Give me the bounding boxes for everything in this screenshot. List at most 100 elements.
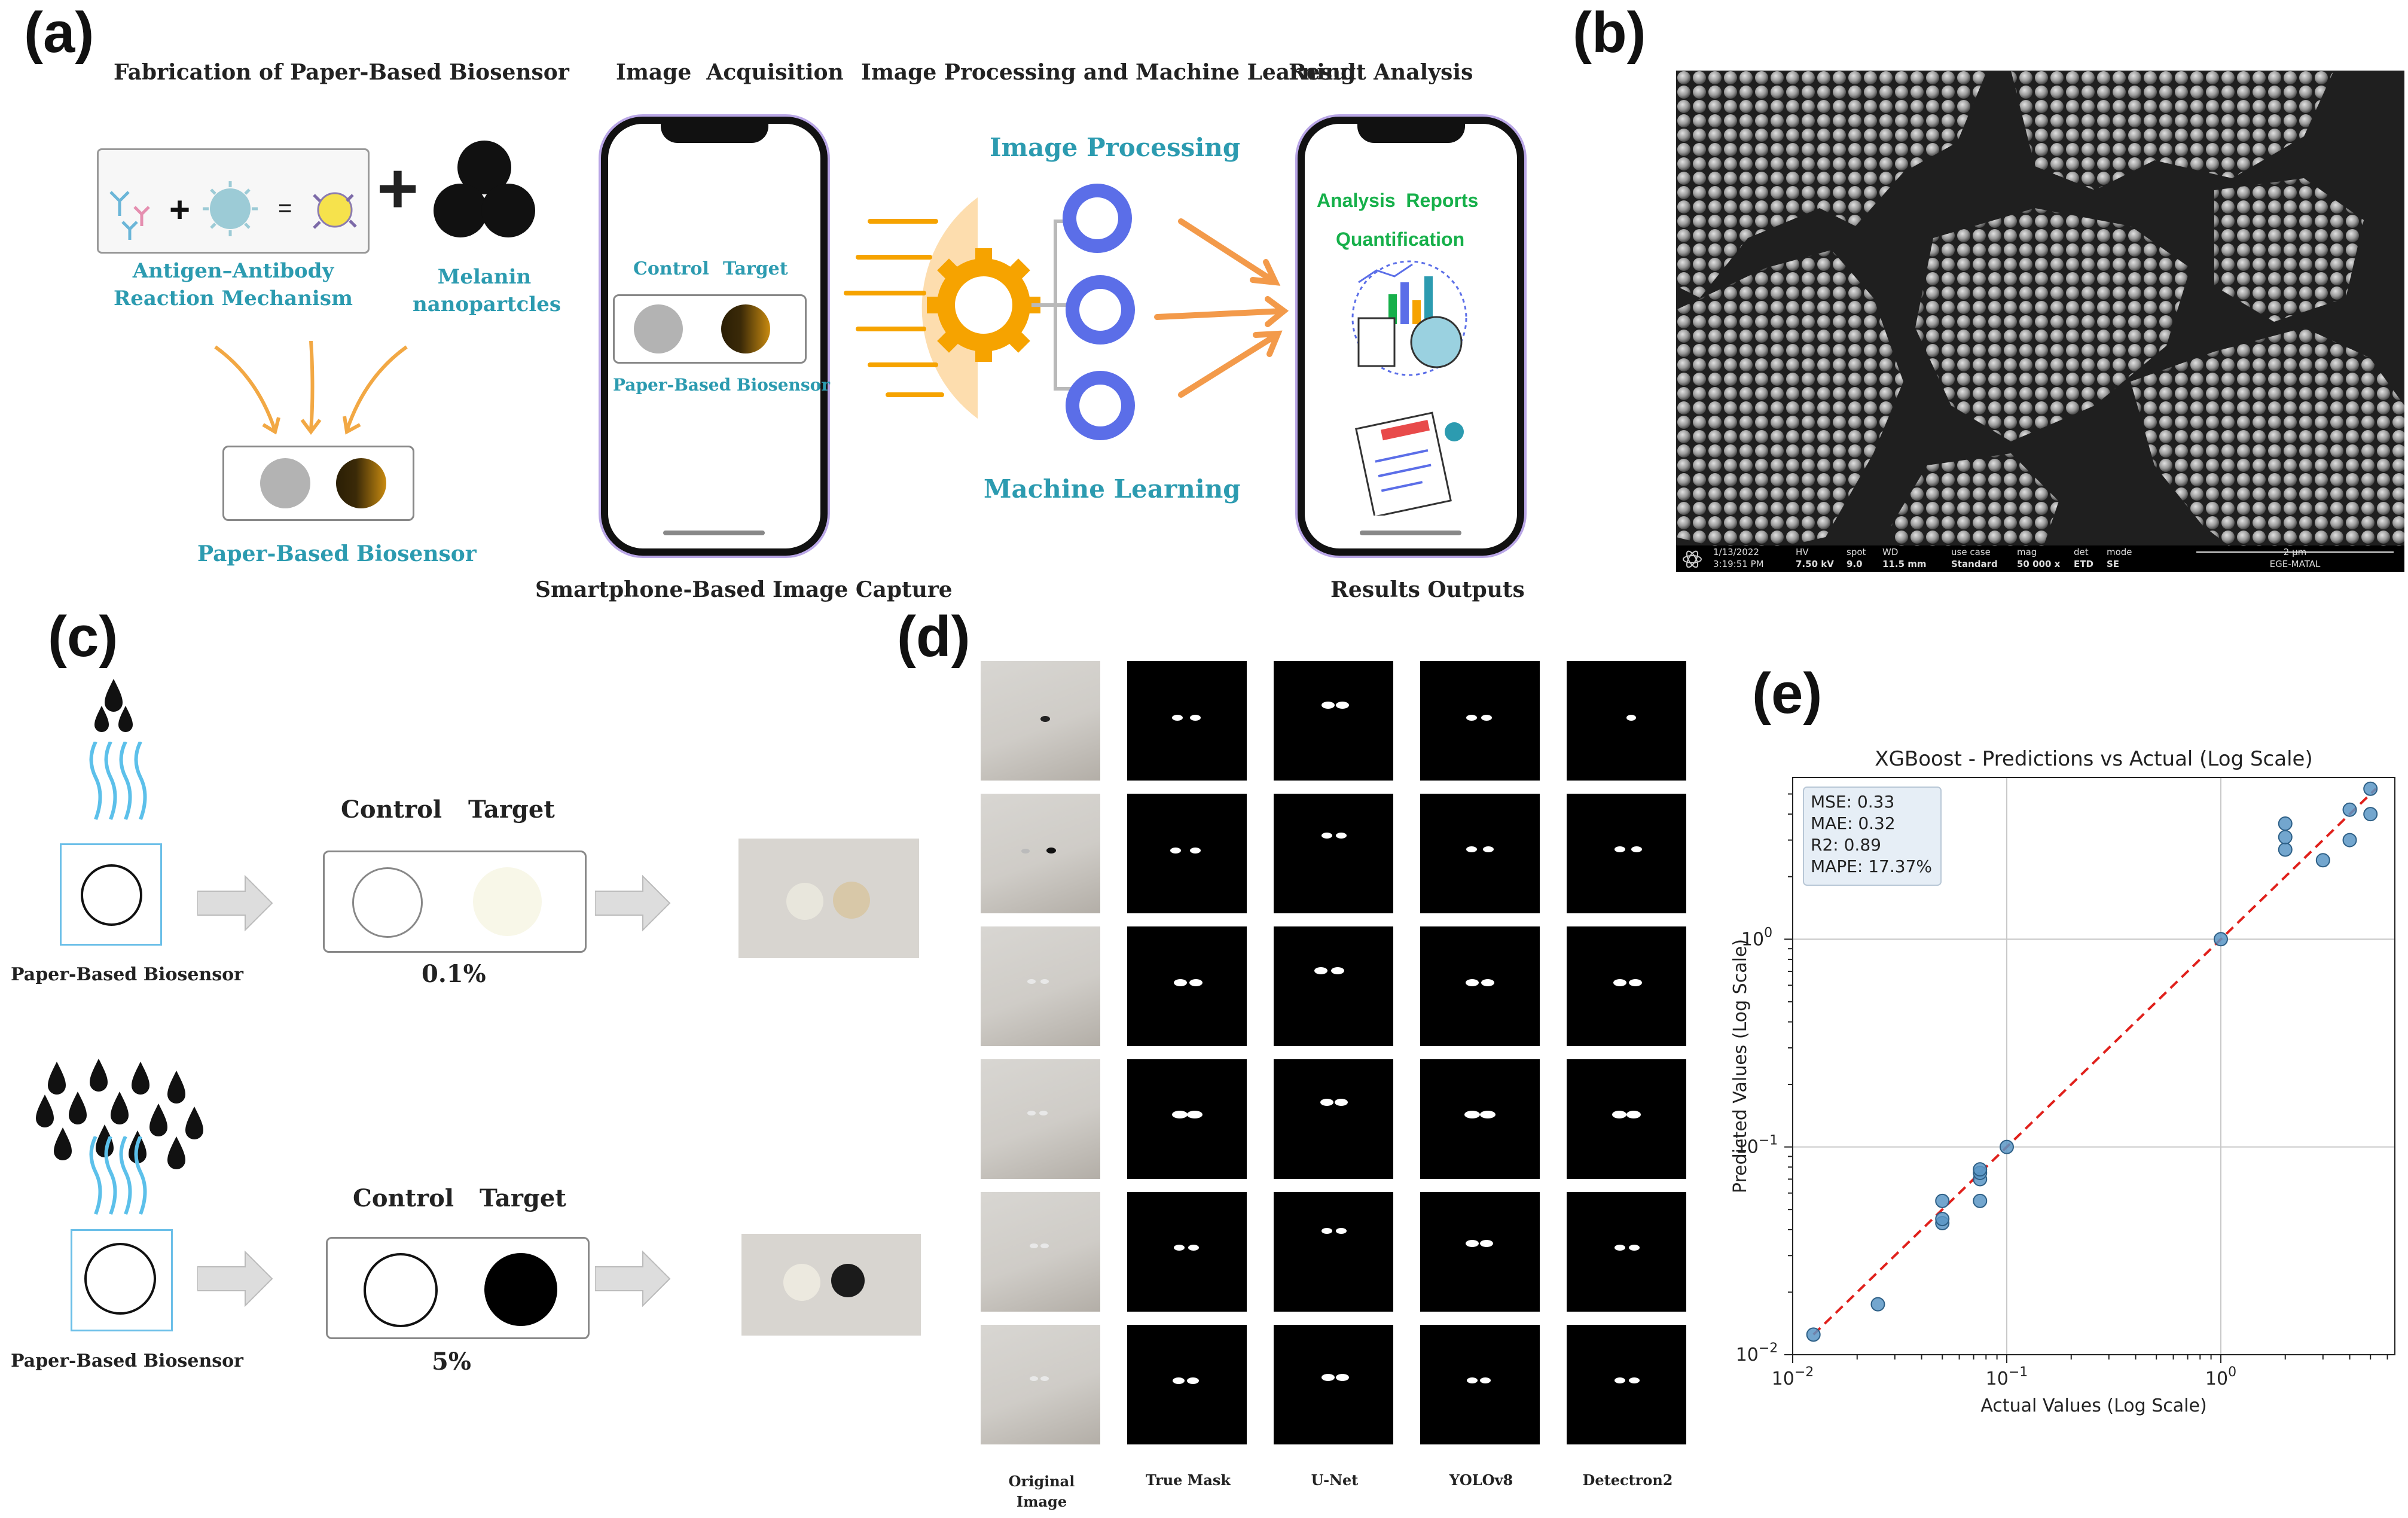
photo-result-high (741, 1234, 921, 1336)
x-tick-label: 100 (2205, 1365, 2236, 1389)
sem-spot: 9.0 (1847, 559, 1863, 569)
panel-label-a: (a) (24, 1, 94, 65)
yolov8-cell (1420, 794, 1540, 913)
detectron2-cell (1567, 1059, 1686, 1179)
sem-mag: 50 000 x (2017, 559, 2061, 569)
detectron2-cell (1567, 661, 1686, 781)
original-image-cell (981, 926, 1100, 1046)
control-spot-high (364, 1253, 438, 1327)
quantification-label: Quantification (1336, 228, 1465, 250)
sem-lab: EGE-MATAL (2269, 559, 2321, 569)
data-point (2278, 816, 2293, 831)
biosensor-label-high: Paper-Based Biosensor (11, 1351, 243, 1371)
equals-sign: = (278, 195, 292, 221)
biosensor-circle (84, 1243, 156, 1315)
sem-particles (1676, 71, 2404, 572)
data-point (1999, 1139, 2014, 1154)
x-tick-label: 10−2 (1772, 1365, 1814, 1389)
true-mask-cell (1127, 1325, 1247, 1444)
atom-icon (1683, 550, 1702, 568)
unet-cell (1274, 661, 1393, 781)
col-label-true-mask: True Mask (1145, 1471, 1231, 1489)
metric-text: R2: 0.89 (1811, 835, 1881, 855)
unet-cell (1274, 1059, 1393, 1179)
smartphone-capture: Control Target Paper-Based Biosensor (601, 117, 831, 556)
biosensor-square-low (60, 843, 162, 946)
sem-time: 3:19:51 PM (1713, 559, 1764, 569)
photo-control-spot (783, 1264, 820, 1301)
many-drops-icon (36, 1059, 203, 1169)
sem-wd-label: WD (1882, 547, 1899, 557)
sem-hv: 7.50 kV (1796, 559, 1834, 569)
paper-biosensor-strip (222, 446, 414, 521)
processing-illustration (844, 184, 1289, 440)
result-title: Result Analysis (1289, 60, 1473, 85)
analysis-reports-label: Analysis Reports (1317, 190, 1479, 211)
true-mask-cell (1127, 1192, 1247, 1312)
gray-arrow-3 (197, 1250, 273, 1307)
true-mask-cell (1127, 926, 1247, 1046)
target-spot-low (473, 867, 542, 936)
melanin-nanoparticles-icon (434, 141, 535, 237)
reaction-box: + = (97, 148, 370, 254)
reference-line (1812, 788, 2377, 1336)
original-image-cell (981, 661, 1100, 781)
analytics-chart-icon (1351, 260, 1467, 376)
control-label-high: Control (353, 1184, 454, 1212)
y-tick-label: 10−1 (1736, 1133, 1778, 1158)
sem-scale-bar (2196, 551, 2394, 553)
photo-result-low (738, 839, 919, 958)
panel-label-c: (c) (48, 605, 118, 669)
original-image-cell (981, 1059, 1100, 1179)
phone-biosensor-label: Paper-Based Biosensor (613, 375, 831, 395)
target-spot (336, 458, 386, 508)
smartphone-caption: Smartphone-Based Image Capture (535, 577, 953, 602)
data-point (2278, 842, 2293, 857)
target-label-low: Target (468, 795, 555, 824)
data-point (2363, 807, 2378, 822)
data-lines (844, 219, 944, 397)
data-point (2342, 802, 2357, 817)
phone-control-spot (634, 304, 683, 353)
detectron2-cell (1567, 1192, 1686, 1312)
gear-icon-top (1063, 184, 1132, 253)
target-spot-high (484, 1253, 557, 1326)
photo-target-spot (833, 882, 870, 919)
phone-homebar (663, 531, 765, 535)
metrics-box (1803, 787, 1942, 886)
chart-title: XGBoost - Predictions vs Actual (Log Sca… (1875, 747, 2312, 771)
plus-sign: + (169, 190, 190, 230)
concentration-high: 5% (432, 1348, 471, 1376)
unet-cell (1274, 794, 1393, 913)
acq-title: Image Acquisition (616, 60, 844, 85)
yolov8-cell (1420, 926, 1540, 1046)
report-document-icon (1355, 411, 1464, 516)
data-point (1973, 1162, 1988, 1177)
melanin-label: Melanin nanopartcles (413, 265, 561, 316)
output-arrows (1154, 218, 1289, 398)
metric-text: MAE: 0.32 (1811, 813, 1896, 833)
true-mask-cell (1127, 794, 1247, 913)
phone-biosensor-strip (613, 294, 807, 364)
virus-icon (203, 181, 258, 236)
concentration-low: 0.1% (422, 960, 486, 988)
unet-cell (1274, 1192, 1393, 1312)
original-image-cell (981, 1192, 1100, 1312)
true-mask-cell (1127, 1059, 1247, 1179)
col-label-unet: U-Net (1311, 1471, 1359, 1489)
sem-usecase-label: use case (1951, 547, 1991, 557)
x-tick-label: 10−1 (1986, 1365, 2028, 1389)
y-axis-label: Predicted Values (Log Scale) (1730, 939, 1751, 1193)
phone-target-label: Target (723, 258, 788, 279)
sem-spot-label: spot (1847, 547, 1866, 557)
data-point (1935, 1212, 1950, 1227)
sem-databar: 1/13/2022 3:19:51 PM HV 7.50 kV spot 9.0… (1676, 545, 2404, 572)
gray-arrow-2 (595, 874, 671, 932)
detectron2-cell (1567, 1325, 1686, 1444)
col-label-detectron2: Detectron2 (1582, 1471, 1673, 1489)
sem-det: ETD (2074, 559, 2093, 569)
panel-label-e: (e) (1752, 662, 1823, 726)
yolov8-cell (1420, 1325, 1540, 1444)
reaction-label: Antigen–Antibody Reaction Mechanism (114, 259, 353, 310)
sem-wd: 11.5 mm (1882, 559, 1927, 569)
